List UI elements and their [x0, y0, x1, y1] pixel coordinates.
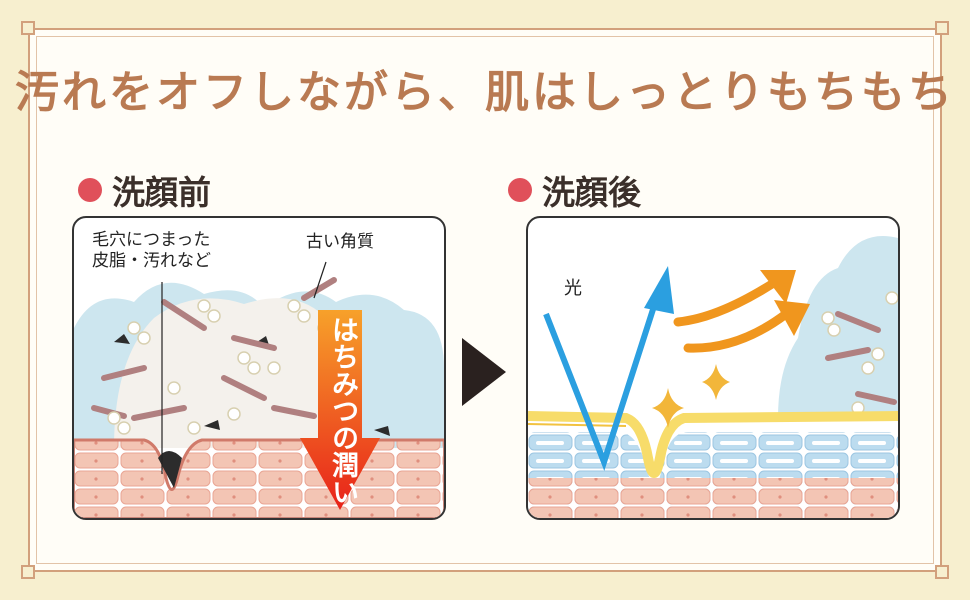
scatter-arrow-icon: [673, 279, 791, 353]
old-skin-callout: 古い角質: [306, 232, 374, 252]
corner-ornament: [935, 565, 949, 579]
honey-arrow-label: はちみつの潤い: [327, 316, 358, 505]
before-skin-diagram: [74, 261, 444, 518]
corner-ornament: [21, 565, 35, 579]
after-label: 洗顔後: [508, 166, 641, 214]
inner-border: [36, 36, 934, 564]
honey-arrow-icon: [300, 310, 380, 510]
bullet-dot-icon: [78, 178, 102, 202]
next-arrow-icon: [462, 338, 506, 406]
light-callout: 光: [564, 278, 582, 299]
headline: 汚れをオフしながら、肌はしっとりもちもち: [15, 67, 955, 118]
after-illustration: 光: [526, 216, 900, 520]
after-label-text: 洗顔後: [542, 173, 641, 212]
before-illustration: 毛穴につまった 皮脂・汚れなど 古い角質 はちみつの潤い: [72, 216, 446, 520]
before-label-text: 洗顔前: [112, 173, 211, 212]
pore-callout: 毛穴につまった 皮脂・汚れなど: [92, 230, 211, 271]
light-ray-icon: [543, 266, 674, 471]
bullet-dot-icon: [508, 178, 532, 202]
before-label: 洗顔前: [78, 166, 211, 214]
corner-ornament: [21, 21, 35, 35]
after-skin-diagram: [528, 236, 898, 518]
sparkle-icon: [652, 364, 730, 428]
corner-ornament: [935, 21, 949, 35]
